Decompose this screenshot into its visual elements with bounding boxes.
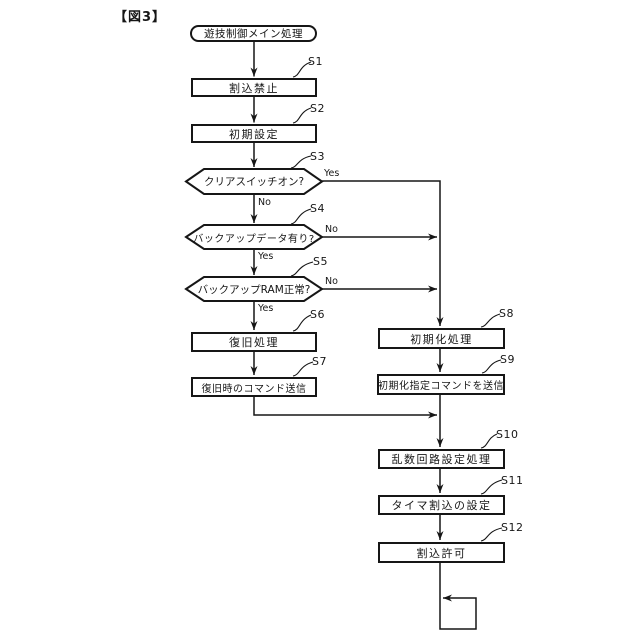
leader-s2 <box>292 107 312 124</box>
step-label-s3: S3 <box>310 150 325 163</box>
branch-yes-s3: Yes <box>324 168 340 179</box>
node-s12: 割込許可 <box>378 542 505 563</box>
node-s8: 初期化処理 <box>378 328 505 349</box>
decision-s3-shape <box>184 168 324 195</box>
node-s6: 復旧処理 <box>191 332 317 352</box>
step-label-s7: S7 <box>312 355 327 368</box>
decision-s5-shape <box>184 276 324 302</box>
node-s4: バックアップデータ有り? <box>193 233 315 245</box>
leader-s6 <box>292 314 312 332</box>
leader-s7 <box>292 361 314 377</box>
figure-caption: 【図3】 <box>114 10 167 25</box>
step-label-s8: S8 <box>499 307 514 320</box>
branch-yes-s5: Yes <box>258 303 274 314</box>
leader-s8 <box>480 313 501 328</box>
connector-s3-s8-yes <box>322 180 444 326</box>
step-label-s10: S10 <box>496 428 519 441</box>
decision-s4-shape <box>184 224 324 250</box>
leader-s11 <box>480 479 503 495</box>
step-label-s4: S4 <box>310 202 325 215</box>
leader-s3 <box>290 155 312 169</box>
step-label-s2: S2 <box>310 102 325 115</box>
step-label-s5: S5 <box>313 255 328 268</box>
node-s1: 割込禁止 <box>191 78 317 97</box>
node-s10: 乱数回路設定処理 <box>378 449 505 469</box>
leader-s9 <box>481 359 502 374</box>
step-label-s12: S12 <box>501 521 524 534</box>
leader-s5 <box>290 261 314 277</box>
branch-no-s3: No <box>258 197 271 208</box>
node-s2: 初期設定 <box>191 124 317 143</box>
step-label-s11: S11 <box>501 474 524 487</box>
node-s5: バックアップRAM正常? <box>197 283 311 296</box>
leader-s10 <box>480 433 498 449</box>
step-label-s9: S9 <box>500 353 515 366</box>
leader-s12 <box>480 527 503 542</box>
leader-s4 <box>290 208 312 225</box>
step-label-s1: S1 <box>308 55 323 68</box>
node-s11: タイマ割込の設定 <box>378 495 505 515</box>
leader-s1 <box>292 61 312 78</box>
connector-s12-loop <box>439 563 477 630</box>
connector-s7-merge <box>253 397 437 419</box>
node-s9: 初期化指定コマンドを送信 <box>377 374 505 395</box>
node-s3: クリアスイッチオン? <box>203 176 305 188</box>
branch-yes-s4: Yes <box>258 251 274 262</box>
step-label-s6: S6 <box>310 308 325 321</box>
node-start: 遊技制御メイン処理 <box>190 25 317 42</box>
node-s7: 復旧時のコマンド送信 <box>191 377 317 397</box>
branch-no-s5: No <box>325 276 338 287</box>
branch-no-s4: No <box>325 224 338 235</box>
